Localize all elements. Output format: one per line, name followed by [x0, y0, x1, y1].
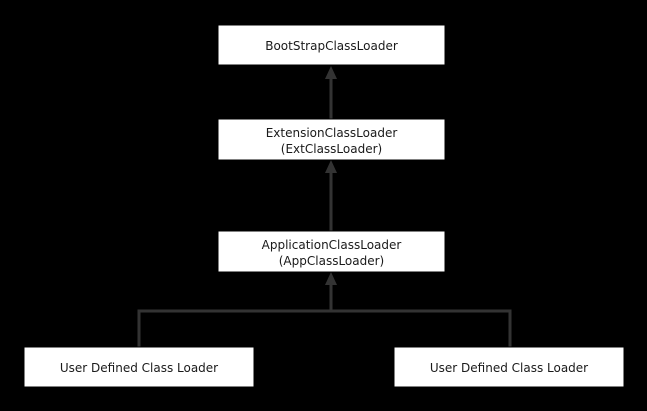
node-box: [393, 346, 625, 388]
edge-user-loaders-to-application: [137, 272, 512, 347]
edge-extension-to-bootstrap: [325, 66, 337, 120]
node-user-defined-class-loader-right: User Defined Class Loader: [393, 346, 625, 388]
node-box: [217, 24, 446, 66]
node-extension-class-loader: ExtensionClassLoader (ExtClassLoader): [217, 118, 446, 161]
node-application-class-loader: ApplicationClassLoader (AppClassLoader): [217, 230, 446, 273]
arrowhead-icon: [325, 272, 337, 285]
node-label-line-2: (AppClassLoader): [279, 254, 384, 268]
node-box: [217, 230, 446, 273]
node-label: User Defined Class Loader: [60, 361, 218, 375]
node-label: User Defined Class Loader: [430, 361, 588, 375]
edge-application-to-extension: [325, 160, 337, 231]
node-label: BootStrapClassLoader: [265, 39, 398, 53]
node-bootstrap-class-loader: BootStrapClassLoader: [217, 24, 446, 66]
node-label-line-1: ExtensionClassLoader: [266, 126, 398, 140]
arrowhead-icon: [325, 160, 337, 173]
node-label-line-1: ApplicationClassLoader: [262, 238, 402, 252]
edge-join-line: [137, 309, 512, 347]
node-box: [23, 346, 255, 388]
arrowhead-icon: [325, 66, 337, 79]
node-box: [217, 118, 446, 161]
node-user-defined-class-loader-left: User Defined Class Loader: [23, 346, 255, 388]
node-label-line-2: (ExtClassLoader): [281, 142, 382, 156]
